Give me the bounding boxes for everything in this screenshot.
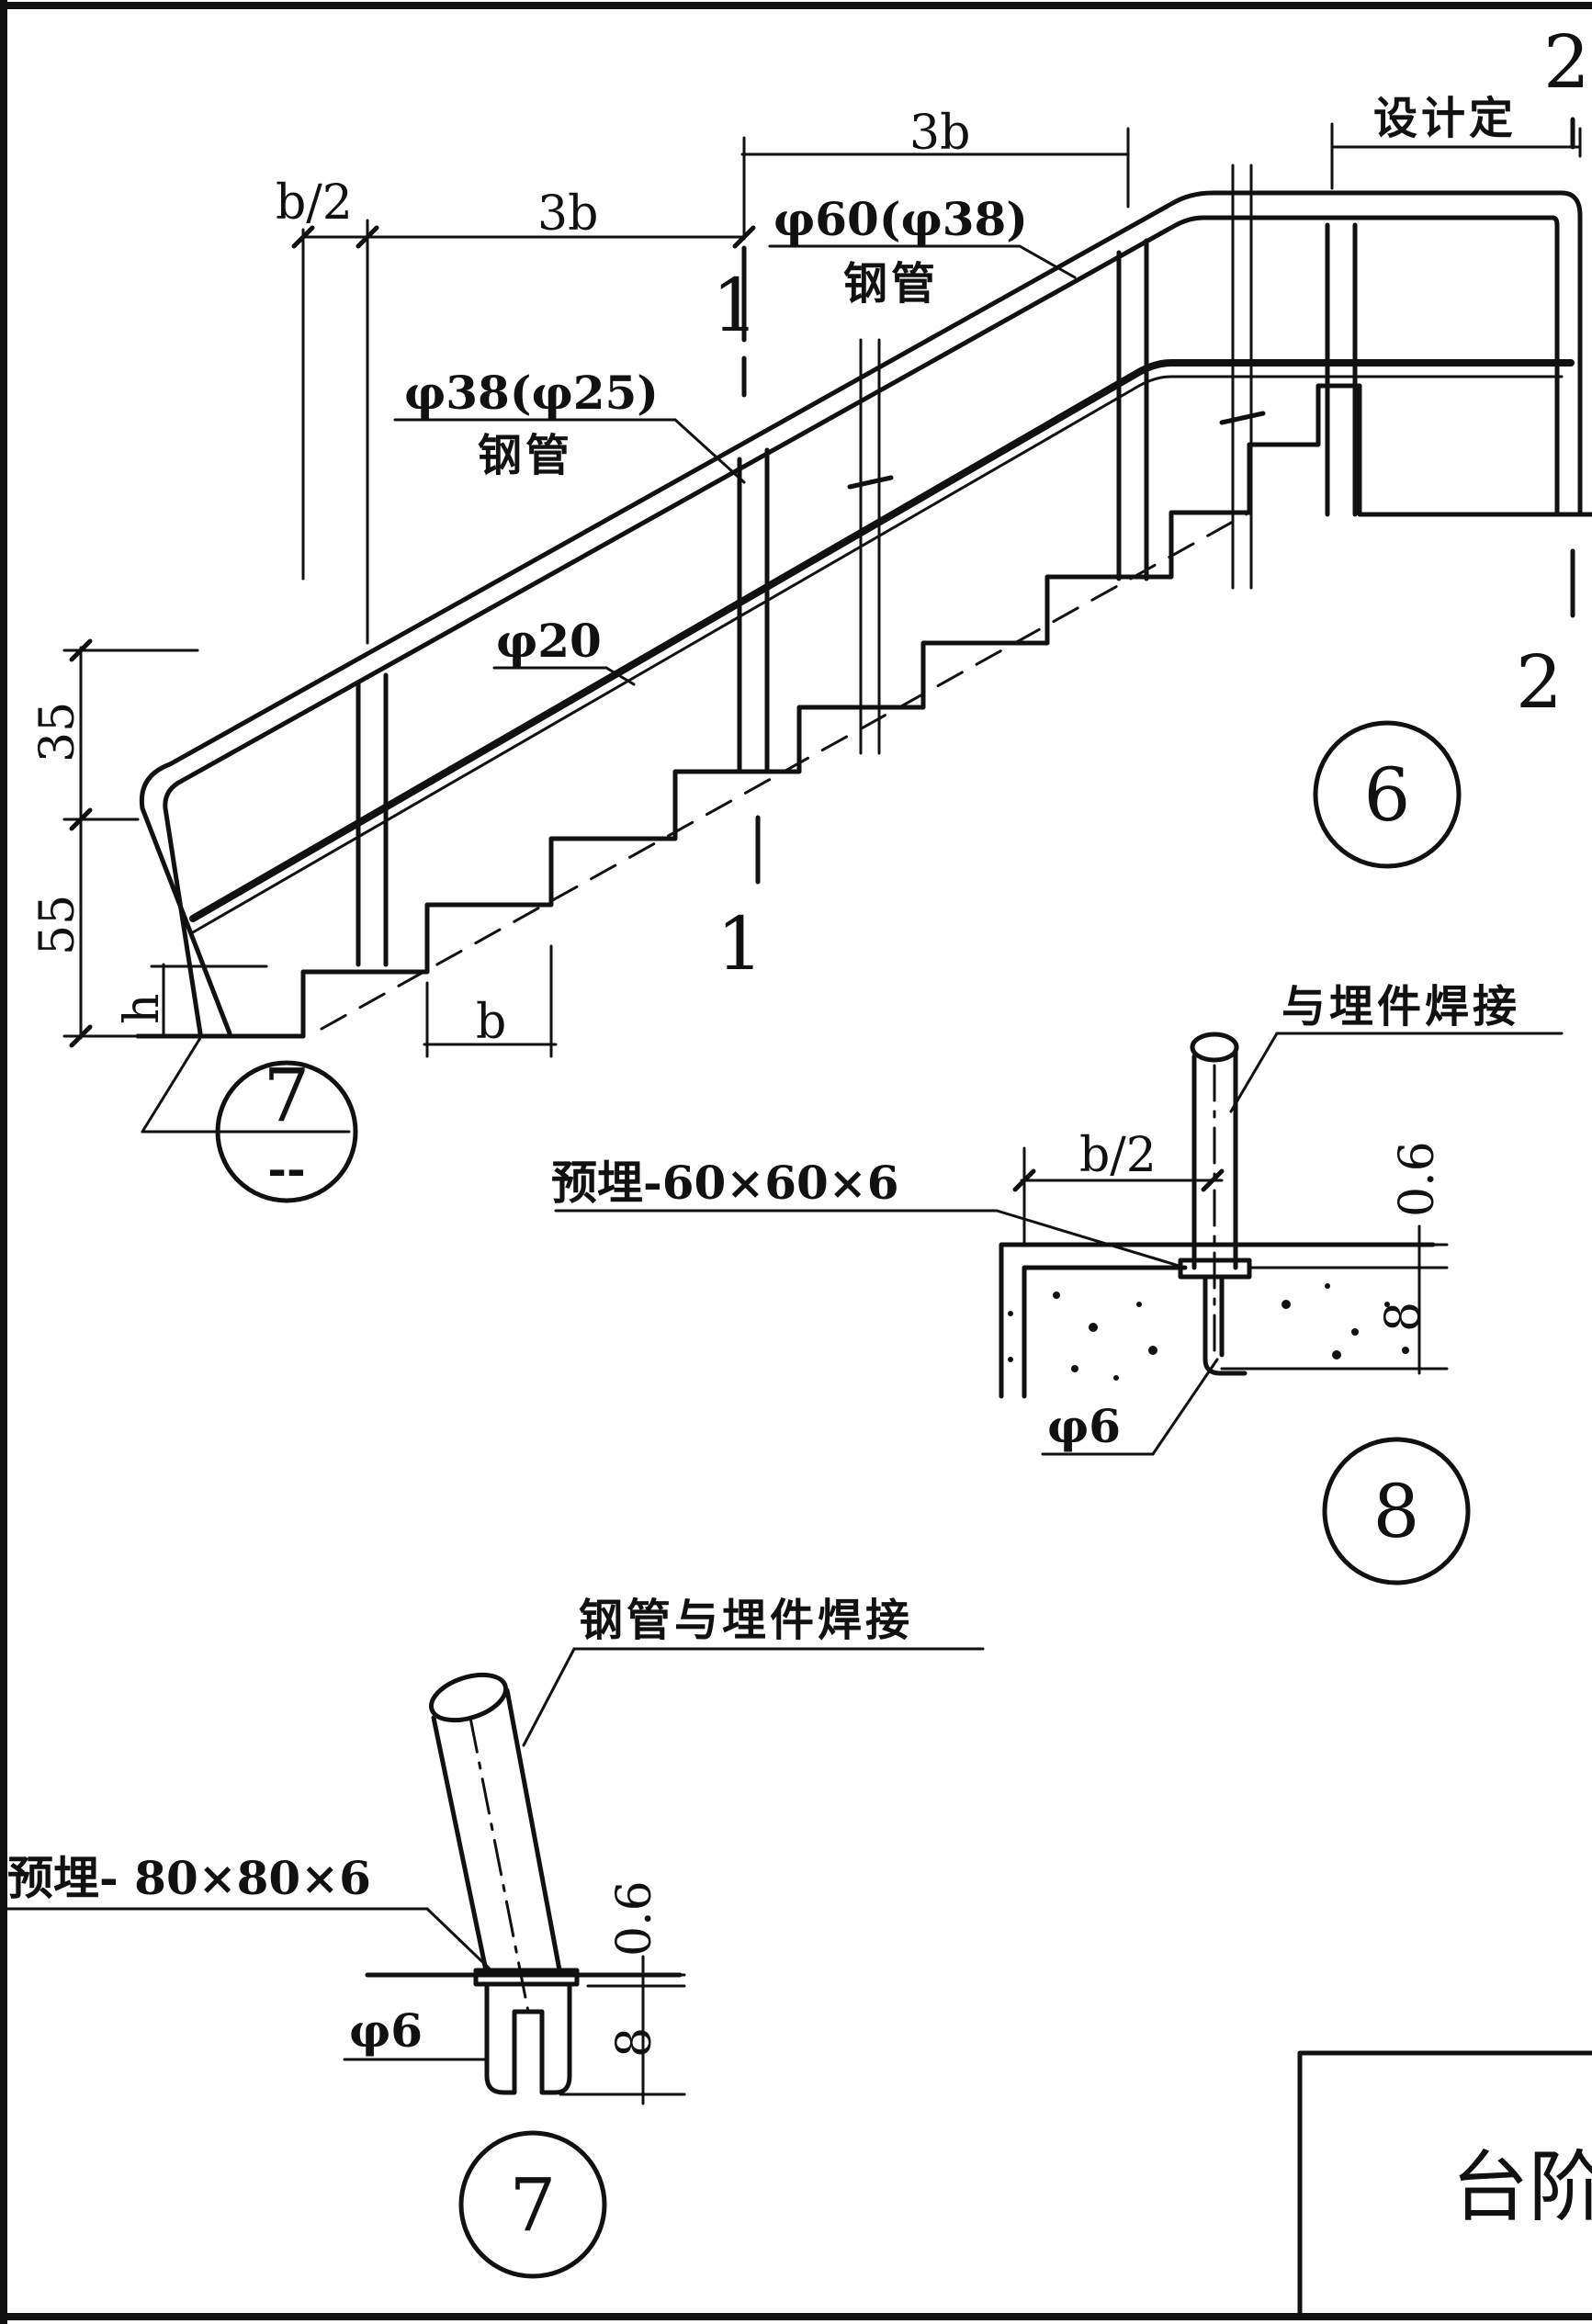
detail-7-ref-number: 7: [264, 1053, 310, 1138]
section-2-top: 2: [1543, 19, 1590, 105]
detail-7-label: 7: [510, 2162, 557, 2248]
embed-8-label: 预埋-60×60×6: [551, 1156, 899, 1210]
pipe-top-spec: φ60(φ38): [773, 192, 1028, 246]
dim-3b-left: 3b: [537, 186, 598, 242]
pipe-mid-name: 钢管: [478, 430, 573, 481]
bar-phi6-7: φ6: [349, 2003, 423, 2058]
section-2-bottom: 2: [1516, 639, 1563, 725]
dim-06-8: 0.6: [1390, 1141, 1445, 1217]
railing-posts: [356, 222, 1358, 967]
concrete-hatch-8: [1008, 1283, 1409, 1381]
section-1-bottom: 1: [717, 901, 763, 987]
detail-8-label: 8: [1373, 1469, 1420, 1554]
title-block: 台阶: [1297, 2050, 1592, 2319]
section-1-top: 1: [712, 263, 759, 348]
detail-6-label: 6: [1364, 752, 1411, 838]
dim-8-8: 8: [1376, 1302, 1431, 1332]
detail-8-post-base: 与埋件焊接 预埋-60×60×6 b/2 0.6 8 φ6 8: [551, 981, 1564, 1585]
dim-h: h: [115, 994, 170, 1025]
pipe-top-name: 钢管: [843, 258, 939, 310]
dim-b-half-left: b/2: [276, 175, 353, 231]
pipe-mid-spec: φ38(φ25): [404, 366, 659, 420]
dim-55: 55: [30, 895, 85, 955]
embed-7-label: 预埋- 80×80×6: [7, 1851, 371, 1905]
pipe-rail-spec: φ20: [496, 614, 602, 668]
detail-7-ref-dash: --: [267, 1142, 306, 1196]
detail-7-post-base: 钢管与埋件焊接 预埋- 80×80×6 0.6 8 φ6 7: [0, 1595, 985, 2279]
title-block-text: 台阶: [1451, 2142, 1592, 2232]
stair-railing-elevation: b/2 3b 3b 设计定 φ60(φ38) 钢管 φ38(φ25) 钢管 φ2…: [30, 19, 1592, 1203]
dim-b-half-8: b/2: [1079, 1128, 1157, 1183]
dim-06-7: 0.6: [607, 1880, 662, 1957]
dim-3b-top: 3b: [909, 106, 970, 161]
bar-phi6-8: φ6: [1047, 1399, 1121, 1453]
weld-7-label: 钢管与埋件焊接: [579, 1595, 913, 1646]
dim-35: 35: [30, 702, 85, 762]
dim-design: 设计定: [1373, 93, 1517, 144]
dim-b: b: [476, 995, 506, 1050]
weld-8-label: 与埋件焊接: [1282, 981, 1520, 1032]
dim-8-7: 8: [607, 2027, 662, 2058]
